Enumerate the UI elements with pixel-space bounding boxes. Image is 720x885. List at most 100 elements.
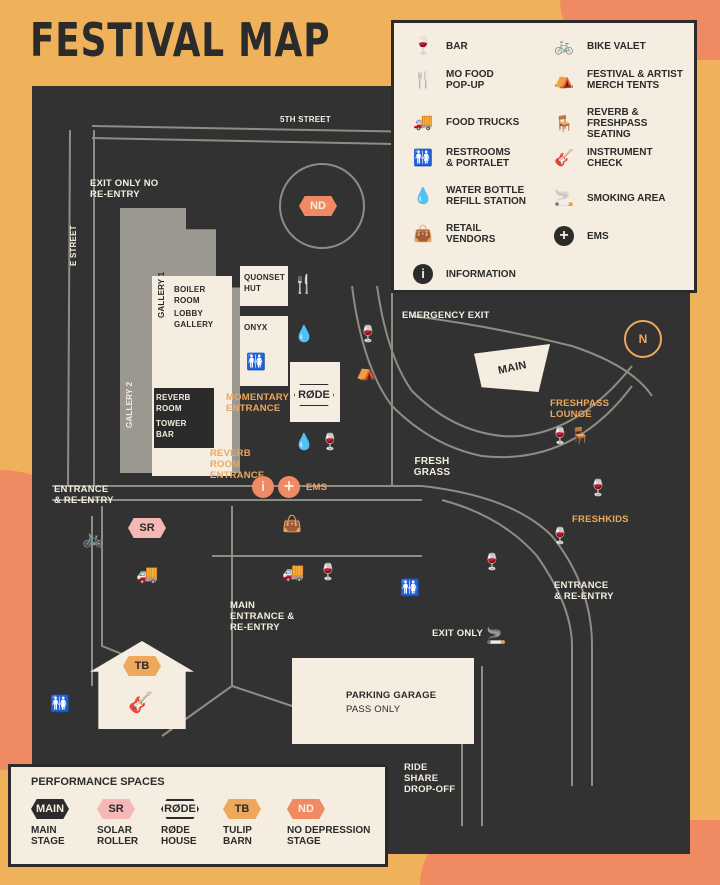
fifth-street-label: 5TH STREET — [280, 115, 331, 124]
legend-label: SMOKING AREA — [587, 192, 666, 204]
page-title: FESTIVAL MAP — [30, 13, 331, 67]
emergency-exit-label: EMERGENCY EXIT — [402, 310, 490, 321]
legend-item-bike: 🚲 BIKE VALET — [549, 35, 646, 57]
legend-item-ems: + EMS — [549, 225, 609, 247]
wine-glass-icon: 🍷 — [413, 38, 433, 55]
tent-icon: ⛺ — [356, 364, 376, 381]
legend-item-restrooms: 🚻 RESTROOMS & PORTALET — [408, 147, 516, 169]
rode-badge: RØDE — [161, 799, 199, 819]
water-drop-icon: 💧 — [294, 326, 314, 343]
lounge-chair-icon: 🪑 — [570, 428, 590, 445]
onyx-label: ONYX — [244, 323, 268, 332]
gallery2-label: GALLERY 2 — [125, 381, 134, 428]
legend-label: INSTRUMENT CHECK — [587, 147, 653, 169]
nd-stage-badge[interactable]: ND — [299, 196, 337, 216]
perf-item-rode: RØDE RØDE HOUSE — [161, 799, 211, 847]
legend-item-tent: ⛺ FESTIVAL & ARTIST MERCH TENTS — [549, 69, 687, 91]
nd-badge: ND — [287, 799, 325, 819]
entrance-left-label: ENTRANCE & RE-ENTRY — [54, 484, 114, 506]
reverb-room-label: REVERB ROOM — [156, 393, 191, 413]
plus-icon: + — [549, 225, 579, 247]
lobby-gallery-label: LOBBY GALLERY — [174, 309, 214, 329]
perf-name: SOLAR ROLLER — [97, 825, 139, 847]
food-truck-icon: 🚚 — [413, 114, 433, 131]
north-compass: N — [624, 320, 662, 358]
quonset-hut-label: QUONSET HUT — [244, 273, 285, 293]
reverb-room-building — [152, 386, 216, 450]
legend-label: FESTIVAL & ARTIST MERCH TENTS — [587, 69, 683, 91]
rode-stage-badge[interactable]: RØDE — [294, 384, 334, 406]
bike-icon: 🚲 — [554, 38, 574, 55]
shopping-bag-icon: 👜 — [413, 226, 433, 243]
e-street-label: E STREET — [69, 225, 78, 266]
performance-title: PERFORMANCE SPACES — [31, 776, 165, 788]
legend-label: BAR — [446, 40, 468, 52]
momentary-entrance-label: MOMENTARY ENTRANCE — [226, 392, 289, 414]
legend-item-water: 💧 WATER BOTTLE REFILL STATION — [408, 185, 526, 207]
exit-only-bottom-label: EXIT ONLY — [432, 628, 484, 639]
perf-item-nd: ND NO DEPRESSION STAGE — [287, 799, 383, 847]
tower-bar-label: TOWER BAR — [156, 419, 187, 439]
legend-label: FOOD TRUCKS — [446, 116, 520, 128]
food-truck-icon: 🚚 — [282, 562, 305, 582]
wine-glass-icon: 🍷 — [318, 564, 338, 581]
parking-garage-label: PARKING GARAGE — [346, 690, 437, 701]
perf-item-tb: TB TULIP BARN — [223, 799, 273, 847]
cigarette-icon: 🚬 — [486, 628, 506, 645]
main-stage-label: MAIN — [496, 358, 528, 377]
ride-share-label: RIDE SHARE DROP-OFF — [404, 762, 456, 795]
legend-item-info: i INFORMATION — [408, 263, 516, 285]
tb-stage-badge[interactable]: TB — [123, 656, 161, 676]
legend-label: RESTROOMS & PORTALET — [446, 147, 511, 169]
main-badge: MAIN — [31, 799, 69, 819]
legend-label: REVERB & FRESHPASS SEATING — [587, 107, 648, 140]
legend-item-instrument: 🎸 INSTRUMENT CHECK — [549, 147, 657, 169]
perf-name: TULIP BARN — [223, 825, 252, 847]
pass-only-label: PASS ONLY — [346, 704, 401, 715]
info-icon[interactable]: i — [252, 476, 274, 498]
perf-name: NO DEPRESSION STAGE — [287, 825, 371, 847]
onyx-building — [240, 316, 288, 386]
bike-icon: 🚲 — [82, 528, 105, 548]
wine-glass-icon: 🍷 — [358, 326, 378, 343]
perf-item-main: MAIN MAIN STAGE — [31, 799, 81, 847]
freshkids-label: FRESHKIDS — [572, 514, 629, 525]
wine-glass-icon: 🍷 — [550, 528, 570, 545]
shopping-bag-icon: 👜 — [282, 516, 302, 533]
restroom-icon: 🚻 — [400, 580, 420, 597]
food-truck-icon: 🚚 — [136, 564, 159, 584]
legend-item-retail: 👜 RETAIL VENDORS — [408, 223, 506, 245]
wine-glass-icon: 🍷 — [588, 480, 608, 497]
info-icon: i — [408, 263, 438, 285]
water-drop-icon: 💧 — [294, 434, 314, 451]
restroom-icon: 🚻 — [246, 352, 266, 372]
performance-spaces-panel: PERFORMANCE SPACES MAIN MAIN STAGE SR SO… — [8, 764, 388, 867]
guitar-icon: 🎸 — [554, 150, 574, 167]
gallery1-label: GALLERY 1 — [157, 271, 166, 318]
freshpass-lounge-label: FRESHPASS LOUNGE — [550, 398, 610, 420]
reverb-room-entrance-label: REVERB ROOM ENTRANCE — [210, 448, 265, 481]
perf-item-sr: SR SOLAR ROLLER — [97, 799, 147, 847]
sr-badge: SR — [97, 799, 135, 819]
tb-badge: TB — [223, 799, 261, 819]
legend-label: WATER BOTTLE REFILL STATION — [446, 185, 526, 207]
fork-knife-icon: 🍴 — [413, 72, 433, 89]
exit-only-top-label: EXIT ONLY NO RE-ENTRY — [90, 178, 159, 200]
sr-stage-badge[interactable]: SR — [128, 518, 166, 538]
fork-knife-icon: 🍴 — [292, 274, 315, 294]
entrance-right-label: ENTRANCE & RE-ENTRY — [554, 580, 614, 602]
legend-label: BIKE VALET — [587, 40, 646, 52]
water-drop-icon: 💧 — [413, 188, 433, 205]
fresh-grass-sign: FRESH GRASS — [413, 456, 451, 478]
cigarette-icon: 🚬 — [554, 190, 574, 207]
wine-glass-icon: 🍷 — [550, 428, 570, 445]
wine-glass-icon: 🍷 — [320, 434, 340, 451]
legend-item-seating: 🪑 REVERB & FRESHPASS SEATING — [549, 107, 687, 140]
perf-name: MAIN STAGE — [31, 825, 65, 847]
legend-label: RETAIL VENDORS — [446, 223, 496, 245]
quonset-hut-building — [240, 266, 288, 306]
legend-label: EMS — [587, 230, 609, 242]
boiler-room-label: BOILER ROOM — [174, 285, 206, 305]
north-label: N — [638, 331, 648, 346]
ems-plus-icon[interactable]: + — [278, 476, 300, 498]
